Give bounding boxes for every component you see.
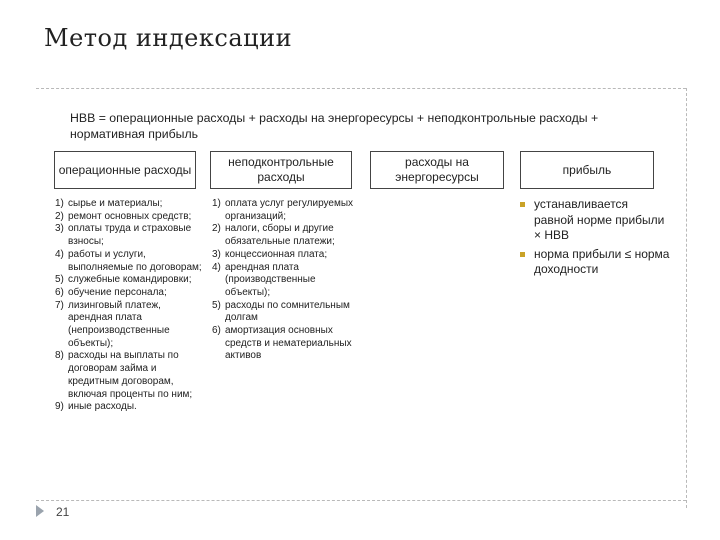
right-divider — [686, 88, 687, 508]
header-box-operating: операционные расходы — [54, 151, 196, 189]
list-item: 9)иные расходы. — [55, 401, 137, 413]
header-box-uncontrolled: неподконтрольные расходы — [210, 151, 352, 189]
list-item: 3)оплаты труда и страховые взносы; — [55, 223, 192, 248]
header-label: расходы на энергоресурсы — [395, 155, 479, 184]
list-item: 4)арендная плата (производственные объек… — [212, 261, 316, 298]
list-item: 6)амортизация основных средств и нематер… — [212, 325, 352, 362]
header-box-energy: расходы на энергоресурсы — [370, 151, 504, 189]
formula-text: НВВ = операционные расходы + расходы на … — [70, 111, 599, 141]
list-item: устанавливается равной норме прибыли × Н… — [520, 197, 670, 244]
list-item: 6)обучение персонала; — [55, 286, 167, 298]
list-item: 1)сырье и материалы; — [55, 198, 163, 209]
list-item: норма прибыли ≤ норма доходности — [520, 247, 670, 278]
arrow-right-icon — [36, 505, 44, 517]
header-box-profit: прибыль — [520, 151, 654, 189]
header-label: неподконтрольные расходы — [228, 155, 334, 184]
uncontrolled-expenses-list: 1)оплата услуг регулируемых организаций;… — [212, 198, 357, 363]
square-bullet-icon — [520, 202, 525, 207]
list-item: 2)налоги, сборы и другие обязательные пл… — [212, 223, 335, 248]
square-bullet-icon — [520, 251, 525, 257]
list-item: 5)служебные командировки; — [55, 274, 192, 286]
header-label: прибыль — [562, 162, 612, 177]
slide-title: Метод индексации — [44, 24, 293, 52]
header-label: операционные расходы — [58, 162, 192, 177]
profit-bullets: устанавливается равной норме прибыли × Н… — [520, 197, 670, 281]
list-item: 1)оплата услуг регулируемых организаций; — [212, 198, 354, 222]
bottom-divider — [36, 500, 686, 501]
list-item: 2)ремонт основных средств; — [55, 210, 192, 222]
list-item: 5)расходы по сомнительным долгам — [212, 299, 350, 324]
list-item: 4)работы и услуги, выполняемые по догово… — [55, 248, 202, 273]
list-item: 7)лизинговый платеж, арендная плата (неп… — [55, 299, 170, 349]
list-item: 8)расходы на выплаты по договорам займа … — [55, 350, 193, 400]
operating-expenses-list: 1)сырье и материалы; 2)ремонт основных с… — [55, 198, 205, 414]
page-number: 21 — [56, 505, 70, 519]
top-divider — [36, 88, 686, 89]
list-item: 3)концессионная плата; — [212, 248, 328, 260]
